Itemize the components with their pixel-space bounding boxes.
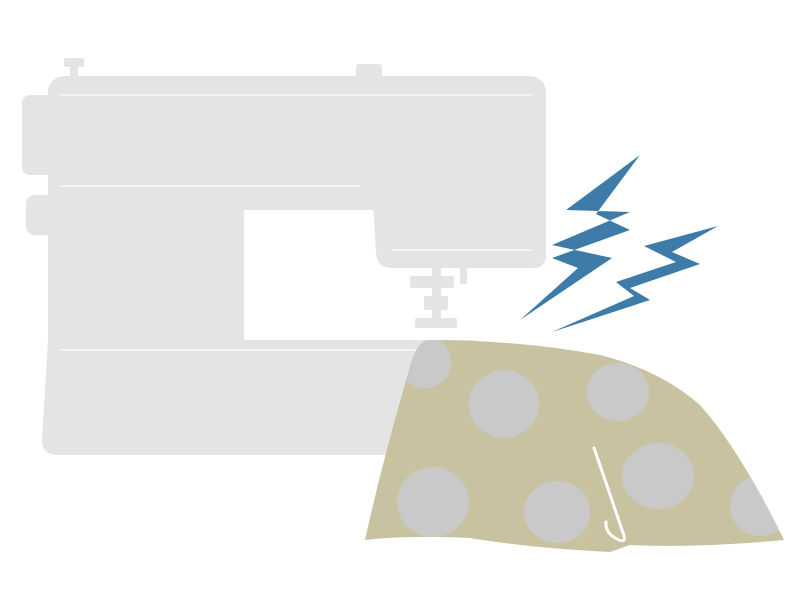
fabric-dot <box>397 467 469 537</box>
fabric-fold-edge <box>592 446 626 543</box>
lightning-bolt-icon <box>520 155 718 332</box>
needle-clamp <box>424 296 448 310</box>
machine-base <box>42 340 484 455</box>
thread-guide <box>410 276 454 288</box>
presser-foot <box>415 318 457 328</box>
polka-dot-fabric-icon <box>365 340 784 552</box>
machine-detail-lines <box>60 94 532 351</box>
spool-pin-left-stem <box>70 64 78 82</box>
fabric-dot <box>622 443 694 509</box>
fabric-dot <box>730 476 784 536</box>
fabric-dot <box>469 370 539 438</box>
spool-pin-left <box>64 58 84 67</box>
lightning-bolt-upper <box>520 155 640 320</box>
lightning-bolt-lower <box>552 226 718 332</box>
needle-bar <box>432 262 441 324</box>
fabric-dot <box>587 363 649 421</box>
presser-bar <box>460 262 467 284</box>
machine-head <box>370 150 546 268</box>
fabric-dot <box>524 481 590 543</box>
sewing-machine-icon <box>22 58 546 455</box>
